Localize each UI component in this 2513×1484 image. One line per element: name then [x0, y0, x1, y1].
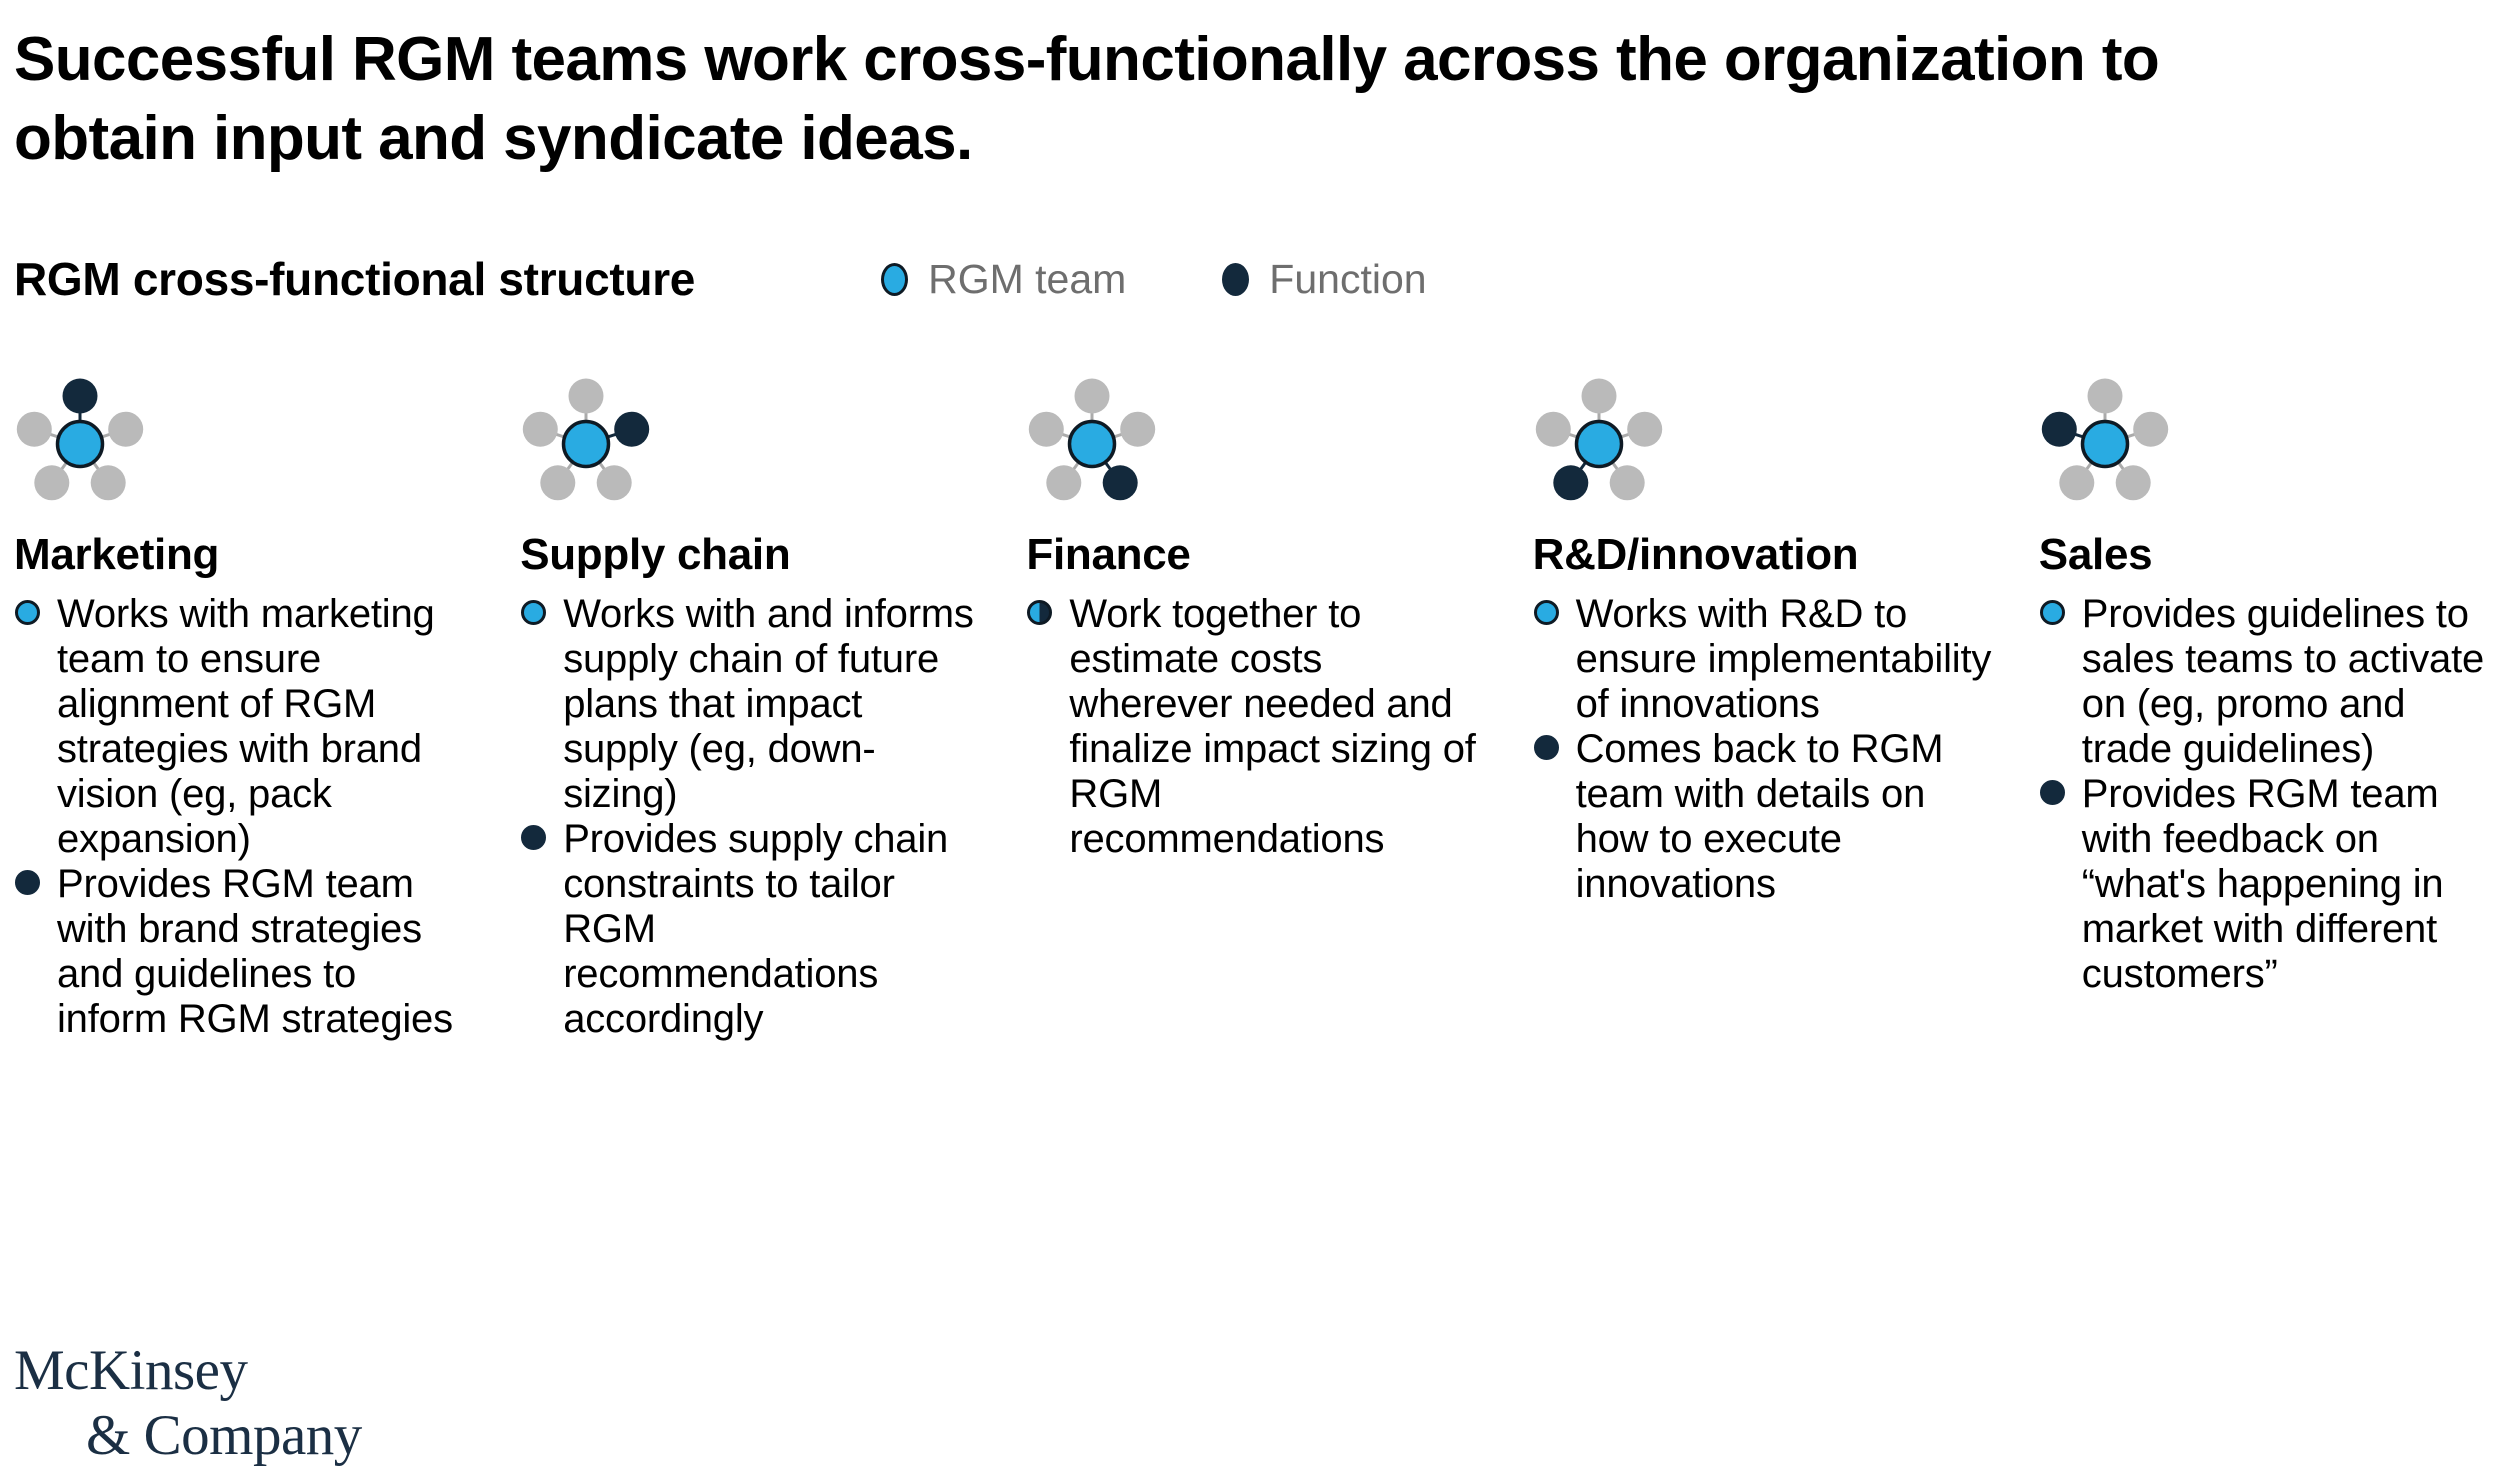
column-title-rd-innovation: R&D/innovation — [1532, 530, 1859, 579]
page-title-line-1: Successful RGM teams work cross-function… — [14, 25, 2160, 94]
cluster-icon-svg — [1029, 378, 1156, 501]
section-title: RGM cross-functional structure — [14, 253, 696, 305]
bullet-list: Provides guidelines to sales teams to ac… — [2039, 592, 2499, 997]
function-bullet-icon — [15, 870, 40, 895]
cluster-icon-svg — [16, 378, 144, 501]
function-bullet-icon — [1533, 735, 1559, 760]
rgm-bullet-icon — [1533, 600, 1559, 625]
function-bullet-icon — [2039, 780, 2065, 805]
cluster-icon-svg — [2041, 378, 2168, 501]
cluster-icon-supply-chain — [520, 378, 652, 510]
column-title-sales: Sales — [2038, 530, 2153, 579]
bullet-item: Provides guidelines to sales teams to ac… — [2039, 592, 2499, 772]
bullet-list: Works with R&D to ensure implementabilit… — [1533, 592, 1993, 907]
bullet-list: Work together to estimate costs wherever… — [1026, 592, 1486, 862]
legend-item-rgm-team: RGM team — [881, 256, 1126, 303]
cluster-icon-sales — [2039, 378, 2171, 510]
columns-grid: Marketing Works with marketing team to e… — [14, 378, 2499, 1042]
bullet-text: Work together to estimate costs wherever… — [1069, 592, 1476, 861]
page-title-line-2: obtain input and syndicate ideas. — [14, 104, 973, 173]
bullet-text: Provides supply chain constraints to tai… — [563, 817, 949, 1041]
logo-line-2: & Company — [86, 1404, 362, 1467]
bullet-text: Works with and informs supply chain of f… — [563, 592, 974, 816]
legend-item-function: Function — [1222, 255, 1427, 303]
bullet-item: Works with and informs supply chain of f… — [520, 592, 980, 817]
bullet-text: Provides RGM team with brand strategies … — [57, 862, 453, 1041]
logo-line-1: McKinsey — [14, 1339, 248, 1402]
cluster-icon-marketing — [14, 378, 146, 510]
bullet-list: Works with and informs supply chain of f… — [520, 592, 980, 1042]
bullet-item: Provides RGM team with feedback on “what… — [2039, 772, 2499, 997]
bullet-item: Works with R&D to ensure implementabilit… — [1533, 592, 1993, 727]
bullet-list: Works with marketing team to ensure alig… — [14, 592, 474, 1042]
bullet-text: Works with marketing team to ensure alig… — [57, 592, 435, 861]
bullet-item: Work together to estimate costs wherever… — [1026, 592, 1486, 862]
column-title-supply-chain: Supply chain — [520, 530, 791, 579]
column-marketing: Marketing Works with marketing team to e… — [14, 378, 474, 1042]
column-title-finance: Finance — [1026, 530, 1191, 579]
function-dot-icon — [1222, 262, 1250, 296]
rgm-bullet-icon — [15, 600, 40, 625]
bullet-item: Works with marketing team to ensure alig… — [14, 592, 474, 862]
legend: RGM team Function — [881, 255, 1427, 303]
mckinsey-company-logo: McKinsey & Company — [14, 1338, 362, 1468]
bullet-item: Comes back to RGM team with details on h… — [1533, 727, 1993, 907]
column-supply-chain: Supply chain Works with and informs supp… — [520, 378, 980, 1042]
cluster-icon-rd-innovation — [1533, 378, 1665, 510]
rgm-bullet-icon — [521, 600, 547, 625]
column-rd-innovation: R&D/innovation Works with R&D to ensure … — [1533, 378, 1993, 1042]
bullet-text: Provides guidelines to sales teams to ac… — [2081, 592, 2485, 771]
bullet-text: Comes back to RGM team with details on h… — [1575, 727, 1944, 906]
bullet-text: Provides RGM team with feedback on “what… — [2081, 772, 2444, 996]
column-finance: Finance Work together to estimate costs … — [1026, 378, 1486, 1042]
column-title-marketing: Marketing — [14, 530, 220, 579]
column-sales: Sales Provides guidelines to sales teams… — [2039, 378, 2499, 1042]
rgm-bullet-icon — [2039, 600, 2065, 625]
cluster-icon-svg — [1535, 378, 1662, 501]
cluster-icon-svg — [522, 378, 650, 501]
legend-label-function: Function — [1269, 255, 1427, 302]
bullet-item: Provides supply chain constraints to tai… — [520, 817, 980, 1042]
legend-label-rgm-team: RGM team — [928, 255, 1127, 302]
rgm-and-function-bullet-icon — [1027, 600, 1053, 625]
page-title: Successful RGM teams work cross-function… — [14, 20, 2494, 178]
cluster-icon-finance — [1026, 378, 1158, 510]
rgm-team-dot-icon — [881, 262, 909, 296]
function-bullet-icon — [521, 825, 547, 850]
bullet-item: Provides RGM team with brand strategies … — [14, 862, 474, 1042]
bullet-text: Works with R&D to ensure implementabilit… — [1575, 592, 1992, 726]
section-header-row: RGM cross-functional structure RGM team … — [14, 252, 2499, 306]
